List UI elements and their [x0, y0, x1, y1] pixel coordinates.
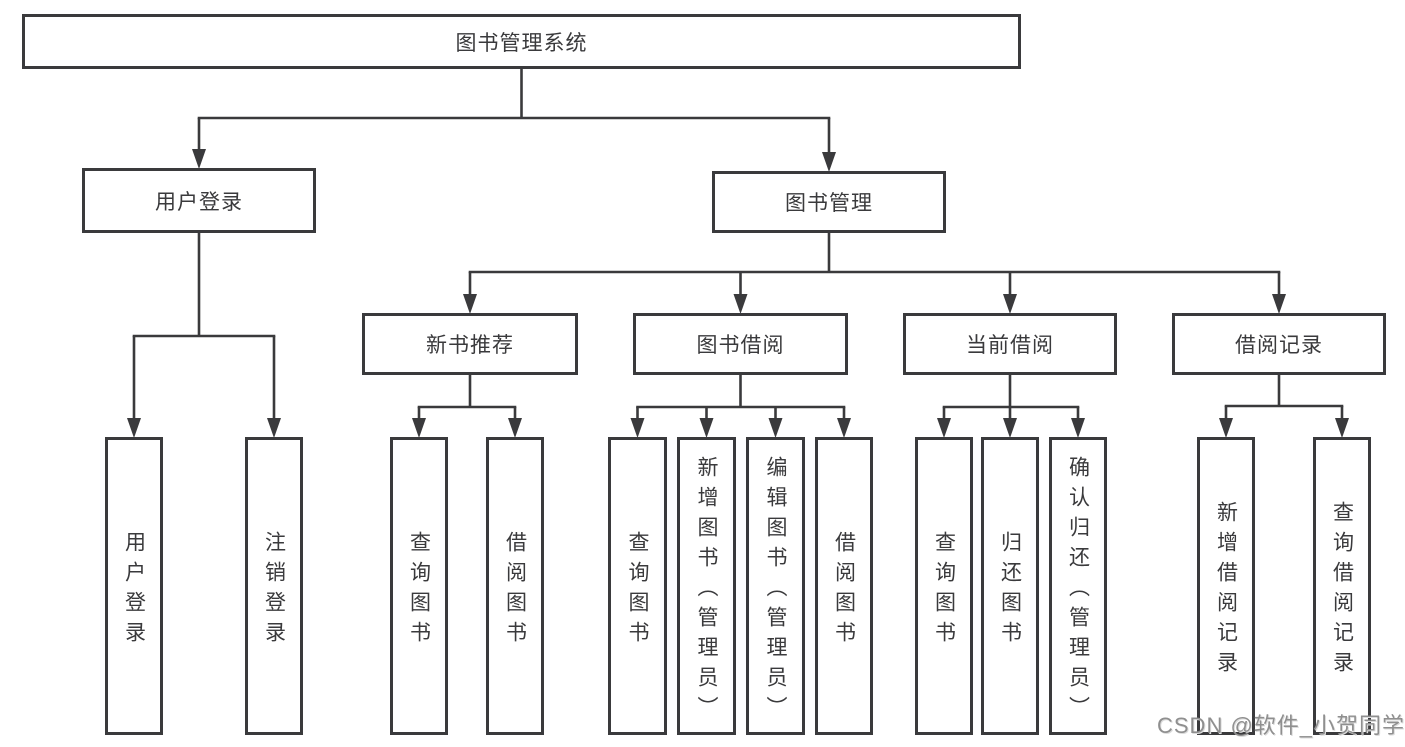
arrowhead-icon: [630, 418, 645, 438]
node-borrow: 图书借阅: [633, 313, 848, 375]
node-b-edit: 编辑图书（管理员）: [746, 437, 805, 735]
node-root: 图书管理系统: [22, 14, 1021, 69]
arrowhead-icon: [822, 152, 836, 172]
node-records: 借阅记录: [1172, 313, 1386, 375]
node-c-query: 查询图书: [915, 437, 973, 735]
node-c-confirm: 确认归还（管理员）: [1049, 437, 1107, 735]
node-r-add-label: 新增借阅记录: [1214, 500, 1238, 681]
node-mgmt: 图书管理: [712, 171, 946, 233]
node-r-query-label: 查询借阅记录: [1330, 500, 1354, 681]
arrowhead-icon: [1335, 418, 1349, 438]
arrowhead-icon: [1003, 418, 1017, 438]
node-root-label: 图书管理系统: [455, 31, 588, 55]
node-current: 当前借阅: [903, 313, 1117, 375]
node-nb-borrow-label: 借阅图书: [503, 530, 527, 651]
arrowhead-icon: [267, 418, 281, 438]
node-user-login: 用户登录: [105, 437, 163, 735]
node-logout-label: 注销登录: [262, 530, 286, 651]
arrowhead-icon: [508, 418, 522, 438]
node-b-add: 新增图书（管理员）: [677, 437, 736, 735]
arrowhead-icon: [412, 418, 426, 438]
node-logout: 注销登录: [245, 437, 303, 735]
arrowhead-icon: [1003, 294, 1017, 314]
arrowhead-icon: [463, 294, 477, 314]
node-mgmt-label: 图书管理: [785, 192, 873, 215]
node-user-login-label: 用户登录: [122, 530, 146, 651]
arrowhead-icon: [127, 418, 141, 438]
node-b-borrow: 借阅图书: [815, 437, 873, 735]
node-newbook: 新书推荐: [362, 313, 578, 375]
node-r-add: 新增借阅记录: [1197, 437, 1255, 735]
arrowhead-icon: [937, 418, 951, 438]
arrowhead-icon: [1071, 418, 1085, 438]
arrowhead-icon: [192, 149, 206, 169]
node-r-query: 查询借阅记录: [1313, 437, 1371, 735]
node-nb-query-label: 查询图书: [407, 530, 431, 651]
node-b-borrow-label: 借阅图书: [832, 530, 856, 651]
arrowhead-icon: [733, 294, 748, 314]
node-records-label: 借阅记录: [1235, 334, 1323, 357]
node-c-return-label: 归还图书: [998, 530, 1022, 651]
watermark-text: CSDN @软件_小贺同学: [1157, 713, 1405, 738]
node-c-return: 归还图书: [981, 437, 1039, 735]
arrowhead-icon: [1219, 418, 1233, 438]
node-b-add-label: 新增图书（管理员）: [695, 455, 718, 726]
node-nb-borrow: 借阅图书: [486, 437, 544, 735]
node-b-edit-label: 编辑图书（管理员）: [764, 455, 787, 726]
node-login: 用户登录: [82, 168, 316, 233]
node-login-label: 用户登录: [155, 190, 243, 214]
node-borrow-label: 图书借阅: [696, 334, 785, 357]
node-newbook-label: 新书推荐: [426, 334, 514, 357]
arrowhead-icon: [699, 418, 714, 438]
node-nb-query: 查询图书: [390, 437, 448, 735]
arrowhead-icon: [1272, 294, 1286, 314]
node-b-query-label: 查询图书: [626, 530, 649, 651]
node-c-confirm-label: 确认归还（管理员）: [1066, 455, 1090, 726]
node-current-label: 当前借阅: [966, 334, 1054, 357]
node-b-query: 查询图书: [608, 437, 667, 735]
arrowhead-icon: [768, 418, 783, 438]
arrowhead-icon: [837, 418, 851, 438]
node-c-query-label: 查询图书: [932, 530, 956, 651]
